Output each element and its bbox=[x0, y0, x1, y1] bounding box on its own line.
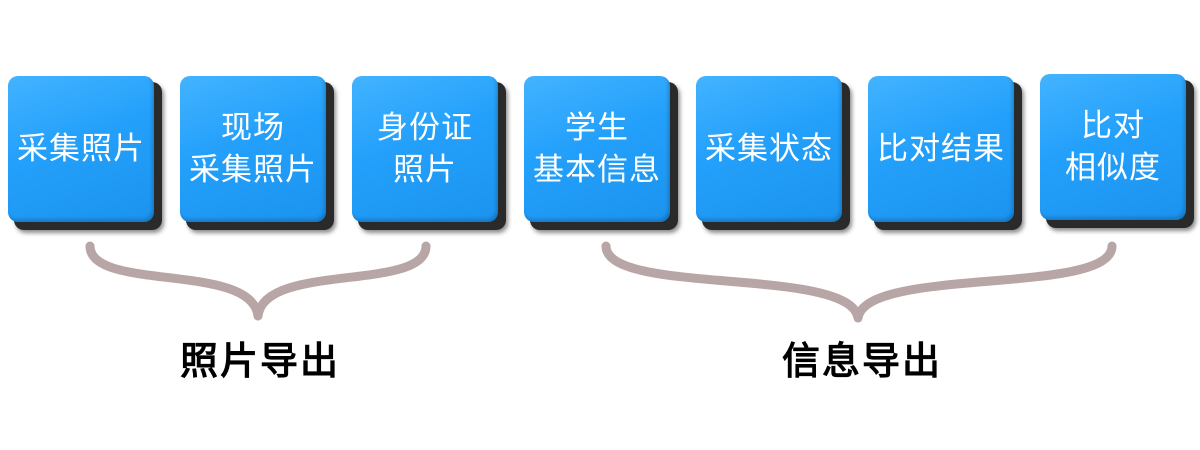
card-face: 采集照片 bbox=[8, 76, 154, 222]
card-id-photo: 身份证 照片 bbox=[352, 76, 506, 230]
card-face: 学生 基本信息 bbox=[524, 76, 670, 222]
card-collect-photo: 采集照片 bbox=[8, 76, 162, 230]
card-compare-result: 比对结果 bbox=[868, 76, 1022, 230]
card-face: 比对 相似度 bbox=[1040, 74, 1186, 220]
card-face: 采集状态 bbox=[696, 76, 842, 222]
card-similarity: 比对 相似度 bbox=[1040, 74, 1194, 228]
brace-info-export bbox=[601, 241, 1117, 323]
group-label-info-export: 信息导出 bbox=[782, 339, 943, 383]
card-face: 身份证 照片 bbox=[352, 76, 498, 222]
card-label-line: 比对 bbox=[1081, 108, 1145, 144]
card-label-line: 比对结果 bbox=[877, 131, 1005, 167]
card-label-line: 学生 bbox=[565, 110, 629, 146]
card-label-line: 照片 bbox=[393, 152, 457, 188]
card-onsite-photo: 现场 采集照片 bbox=[180, 76, 334, 230]
card-label-line: 现场 bbox=[221, 110, 285, 146]
card-collect-status: 采集状态 bbox=[696, 76, 850, 230]
card-label-line: 采集照片 bbox=[17, 131, 145, 167]
card-label-line: 采集照片 bbox=[189, 152, 317, 188]
card-label-line: 采集状态 bbox=[705, 131, 833, 167]
card-student-info: 学生 基本信息 bbox=[524, 76, 678, 230]
group-label-photo-export: 照片导出 bbox=[180, 339, 341, 383]
card-face: 现场 采集照片 bbox=[180, 76, 326, 222]
card-face: 比对结果 bbox=[868, 76, 1014, 222]
brace-photo-export bbox=[85, 241, 431, 321]
card-label-line: 相似度 bbox=[1065, 150, 1161, 186]
card-label-line: 基本信息 bbox=[533, 152, 661, 188]
card-label-line: 身份证 bbox=[377, 110, 473, 146]
